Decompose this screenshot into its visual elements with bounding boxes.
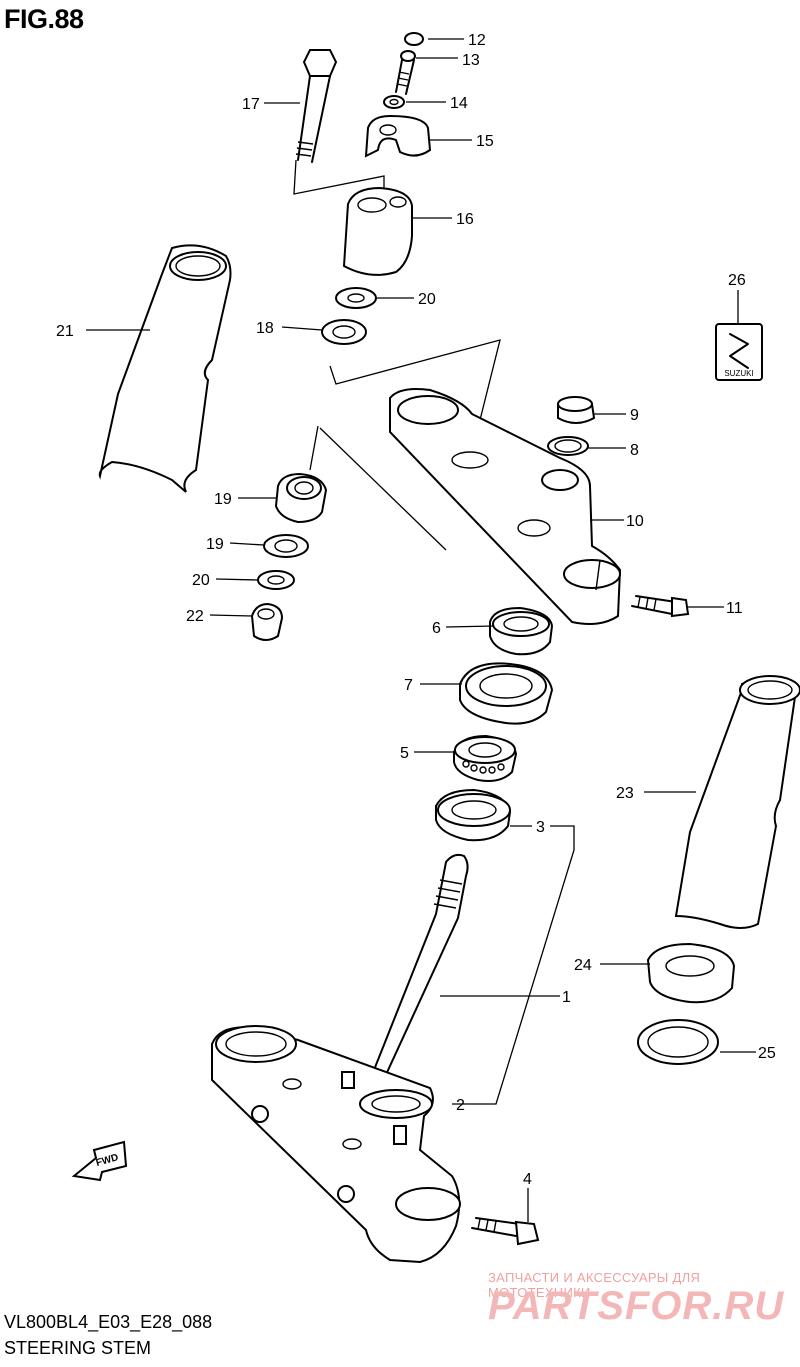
callout-16: 16 [456, 211, 474, 228]
part-10-upper-bracket [389, 388, 622, 625]
part-21-nut [250, 602, 284, 641]
callout-26: 26 [728, 272, 746, 289]
callout-19-upper: 18 [256, 320, 274, 337]
callout-23: 23 [616, 785, 634, 802]
part-17-bolt [295, 49, 338, 163]
callout-22: 21 [56, 323, 74, 340]
callout-21: 22 [186, 608, 204, 625]
part-25-washer [637, 1019, 719, 1065]
part-15-handlebar-clamp [364, 114, 432, 158]
part-11-bolt [631, 595, 690, 618]
part-23-fork-cover-right [674, 675, 800, 929]
part-19-cushion-lower [263, 534, 309, 558]
emblem-text: SUZUKI [724, 369, 753, 378]
callout-24: 24 [574, 957, 592, 974]
callout-18: 19 [214, 491, 232, 508]
part-3-bearing-race [435, 788, 512, 842]
callout-5: 5 [400, 745, 409, 762]
part-7-dust-seal [459, 662, 554, 725]
part-26-emblem: SUZUKI [715, 323, 763, 381]
part-18-cushion [274, 472, 328, 524]
callout-19-lower: 19 [206, 536, 224, 553]
callout-25: 25 [758, 1045, 776, 1062]
part-6-lock-nut [489, 606, 554, 656]
watermark-brand: PARTSFOR.RU [488, 1284, 785, 1328]
callout-9: 9 [630, 407, 639, 424]
callout-13: 13 [462, 52, 480, 69]
part-19-cushion-upper [321, 319, 367, 345]
callout-12: 12 [468, 32, 486, 49]
part-20-washer-lower [257, 570, 295, 590]
part-13-bolt [395, 50, 416, 95]
part-20-washer-upper [335, 287, 377, 309]
part-5-bearing [453, 734, 518, 782]
fwd-arrow-icon: FWD [71, 1140, 128, 1182]
callout-20-lower: 20 [192, 572, 210, 589]
part-16-handlebar-holder [342, 186, 413, 276]
callout-labels: 12 13 14 15 17 16 20 18 21 26 9 8 10 19 … [56, 32, 776, 1188]
leader-lines [86, 38, 756, 1222]
callout-20-upper: 20 [418, 291, 436, 308]
part-22-fork-cover-left [98, 244, 232, 493]
callout-8: 8 [630, 442, 639, 459]
watermark-tagline: ЗАПЧАСТИ И АКСЕССУАРЫ ДЛЯ МОТОТЕХНИКИ [488, 1270, 701, 1300]
callout-1: 1 [562, 989, 571, 1006]
part-24-ring [646, 942, 736, 1004]
callout-11: 11 [726, 600, 743, 617]
callout-4: 4 [523, 1171, 532, 1188]
part-1-steering-stem [211, 853, 469, 1264]
part-12-cap [404, 32, 424, 46]
callout-3: 3 [536, 819, 545, 836]
part-9-cap-nut [557, 396, 596, 424]
part-8-washer [547, 436, 589, 456]
figure-name: STEERING STEM [4, 1338, 152, 1358]
part-2-stem-seal [359, 1089, 433, 1119]
callout-14: 14 [450, 95, 468, 112]
callout-15: 15 [476, 133, 494, 150]
callout-10: 10 [626, 513, 644, 530]
figure-title: FIG.88 [4, 4, 84, 34]
callout-7: 7 [404, 677, 413, 694]
callout-17: 17 [242, 96, 260, 113]
part-4-bolt [471, 1217, 540, 1246]
part-14-washer [383, 95, 405, 109]
callout-6: 6 [432, 620, 441, 637]
callout-2: 2 [456, 1097, 465, 1114]
model-code: VL800BL4_E03_E28_088 [4, 1312, 213, 1332]
